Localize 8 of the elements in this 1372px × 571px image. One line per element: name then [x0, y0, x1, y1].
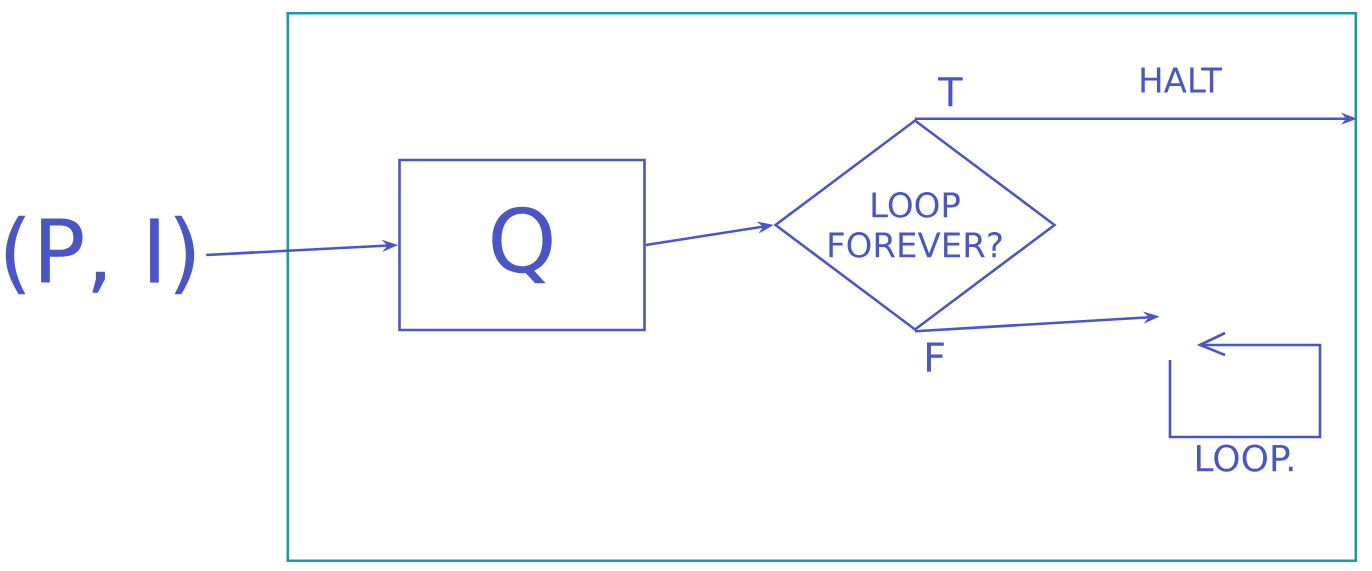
input-text: (P, I) — [5, 215, 195, 295]
frame-box — [286, 12, 1358, 563]
loop-box — [1168, 331, 1322, 439]
process-box: Q — [398, 158, 646, 332]
edge-label: F — [927, 342, 944, 372]
beside-label: LOOP. — [1197, 444, 1293, 472]
arrow-caption: HALT — [1141, 67, 1223, 93]
edge-label: T — [938, 77, 963, 107]
